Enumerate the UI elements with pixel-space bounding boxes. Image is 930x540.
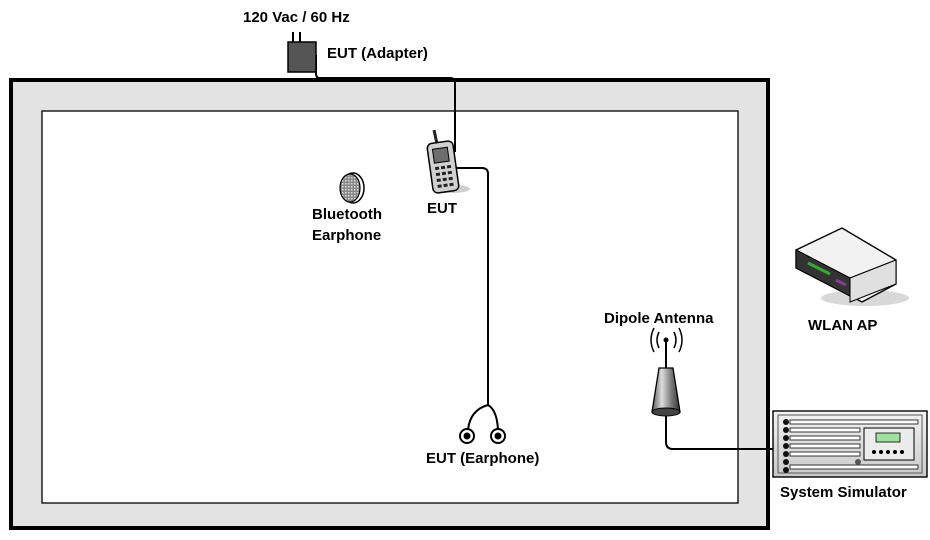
dipole-antenna-label: Dipole Antenna — [604, 310, 714, 327]
earphone-split-left — [467, 404, 489, 431]
wired-earphone-icon — [459, 428, 506, 444]
eut-earphone-label: EUT (Earphone) — [426, 450, 539, 467]
chamber-inner-area — [41, 110, 739, 504]
bluetooth-label-line2: Earphone — [312, 227, 381, 244]
dipole-antenna-icon — [650, 327, 683, 417]
earphone-split-right — [487, 404, 499, 431]
eut-label: EUT — [427, 200, 457, 217]
cables — [315, 55, 780, 450]
adapter-cable — [315, 55, 456, 152]
earphone-cable — [456, 167, 489, 405]
mobile-phone-icon — [426, 129, 470, 194]
antenna-cable — [665, 416, 780, 450]
eut-adapter-label: EUT (Adapter) — [327, 45, 428, 62]
power-source-label: 120 Vac / 60 Hz — [243, 9, 350, 26]
wlan-ap-label: WLAN AP — [808, 317, 877, 334]
test-chamber — [9, 78, 770, 530]
system-simulator-label: System Simulator — [780, 484, 907, 501]
wlan-router-icon — [795, 227, 909, 306]
rack-simulator-icon — [772, 410, 928, 478]
bluetooth-earphone-icon — [339, 172, 365, 204]
bluetooth-label-line1: Bluetooth — [312, 206, 382, 223]
power-adapter-icon — [287, 32, 317, 73]
